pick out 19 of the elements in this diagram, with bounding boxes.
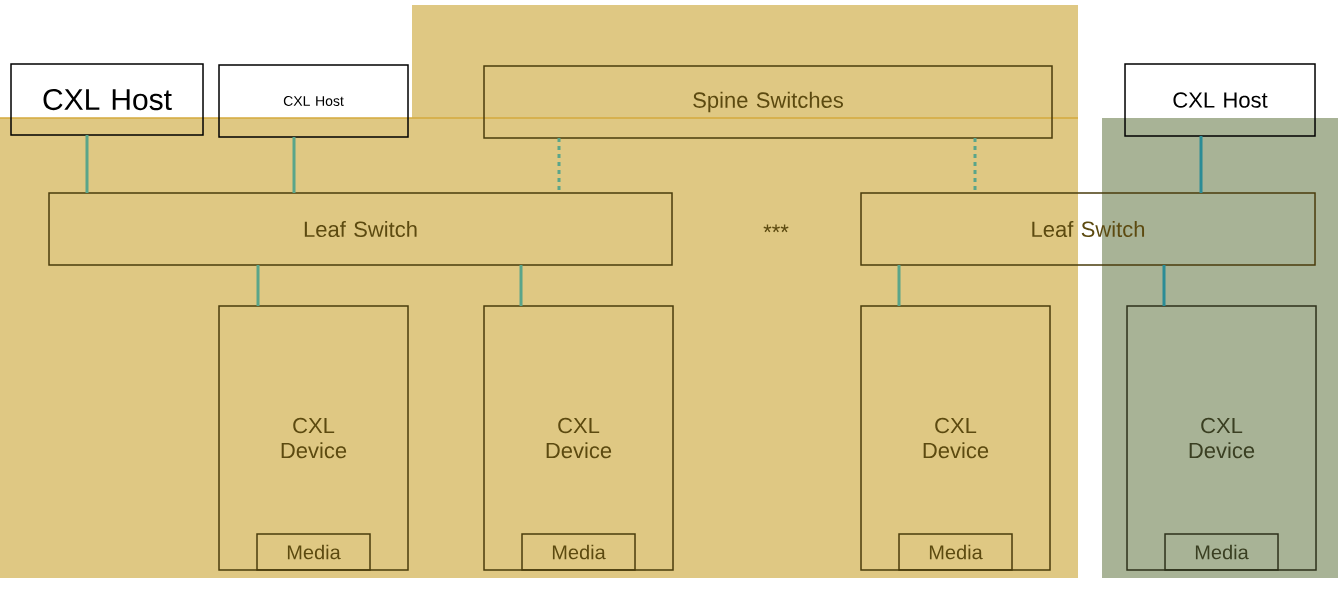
box: CXL Host	[10, 63, 204, 136]
ellipsis-label: ***	[763, 224, 789, 233]
connector-line	[1162, 265, 1166, 306]
media-box: Media	[1164, 533, 1279, 571]
media-box: Media	[256, 533, 371, 571]
connector-line	[292, 137, 296, 193]
connector-line	[256, 265, 260, 306]
box: Leaf Switch	[48, 192, 673, 266]
connector-line	[897, 265, 901, 306]
connector-line	[973, 138, 977, 193]
connector-line	[557, 138, 561, 193]
box: CXL Host	[1124, 63, 1316, 137]
media-box: Media	[898, 533, 1013, 571]
connector-line	[85, 135, 89, 193]
media-box: Media	[521, 533, 636, 571]
connector-line	[1199, 136, 1203, 193]
connector-line	[519, 265, 523, 306]
box: Spine Switches	[483, 65, 1053, 139]
box: CXL Host	[218, 64, 409, 138]
